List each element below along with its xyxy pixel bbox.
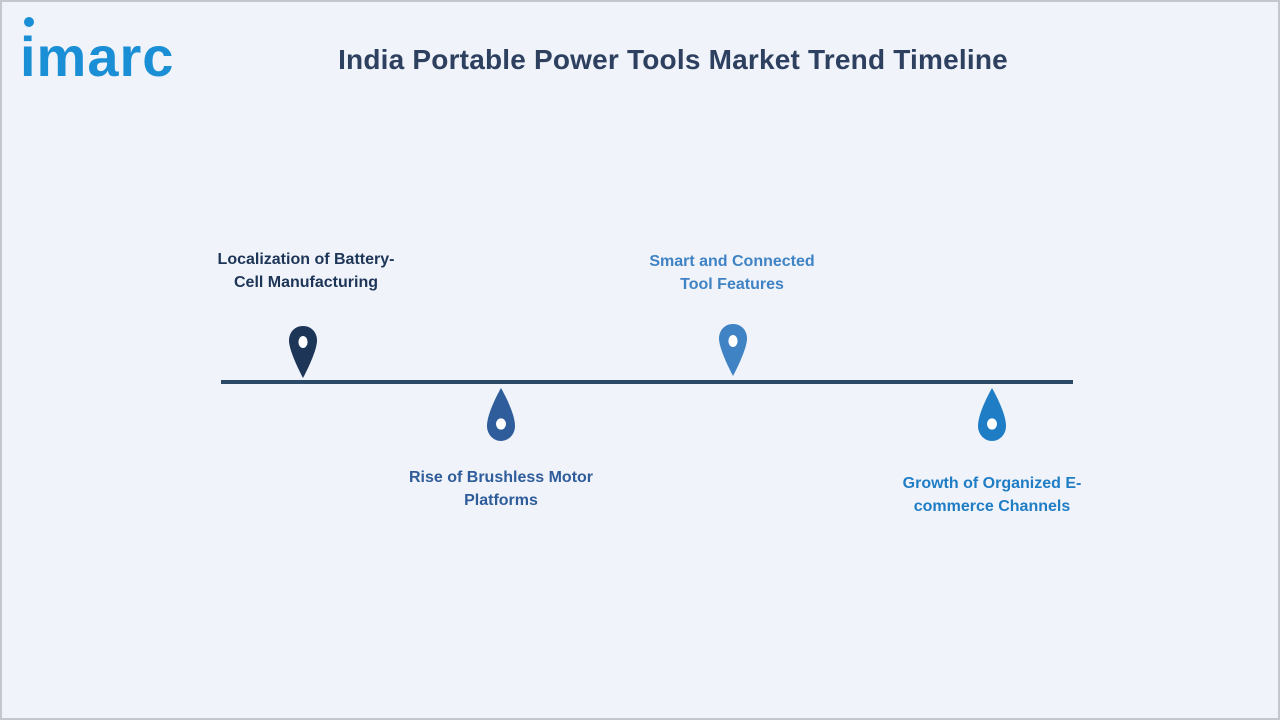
- timeline-label-3-line2: Tool Features: [680, 276, 784, 293]
- timeline-label-1-line2: Cell Manufacturing: [233, 274, 378, 291]
- logo-text: imarc: [20, 25, 174, 82]
- logo-dot: [24, 17, 34, 27]
- map-pin-icon: [719, 324, 747, 376]
- timeline-label-3-line1: Smart and Connected: [649, 253, 815, 270]
- timeline-label-1-line1: Localization of Battery-: [217, 251, 395, 268]
- map-pin-icon: [289, 326, 317, 378]
- timeline-line: [221, 380, 1073, 384]
- timeline-label-2: Rise of Brushless Motor Platforms: [391, 466, 611, 512]
- drop-pin-icon: [978, 388, 1006, 441]
- timeline-label-4: Growth of Organized E- commerce Channels: [882, 472, 1102, 518]
- timeline-label-4-line1: Growth of Organized E-: [902, 475, 1082, 492]
- timeline-label-3: Smart and Connected Tool Features: [622, 250, 842, 296]
- drop-pin-icon: [487, 388, 515, 441]
- timeline-label-4-line2: commerce Channels: [913, 498, 1071, 515]
- imarc-logo: imarc: [20, 17, 174, 82]
- page-title: India Portable Power Tools Market Trend …: [338, 44, 1008, 75]
- timeline-label-1: Localization of Battery- Cell Manufactur…: [196, 248, 416, 294]
- timeline-label-2-line1: Rise of Brushless Motor: [408, 469, 594, 486]
- timeline-label-2-line2: Platforms: [464, 492, 538, 509]
